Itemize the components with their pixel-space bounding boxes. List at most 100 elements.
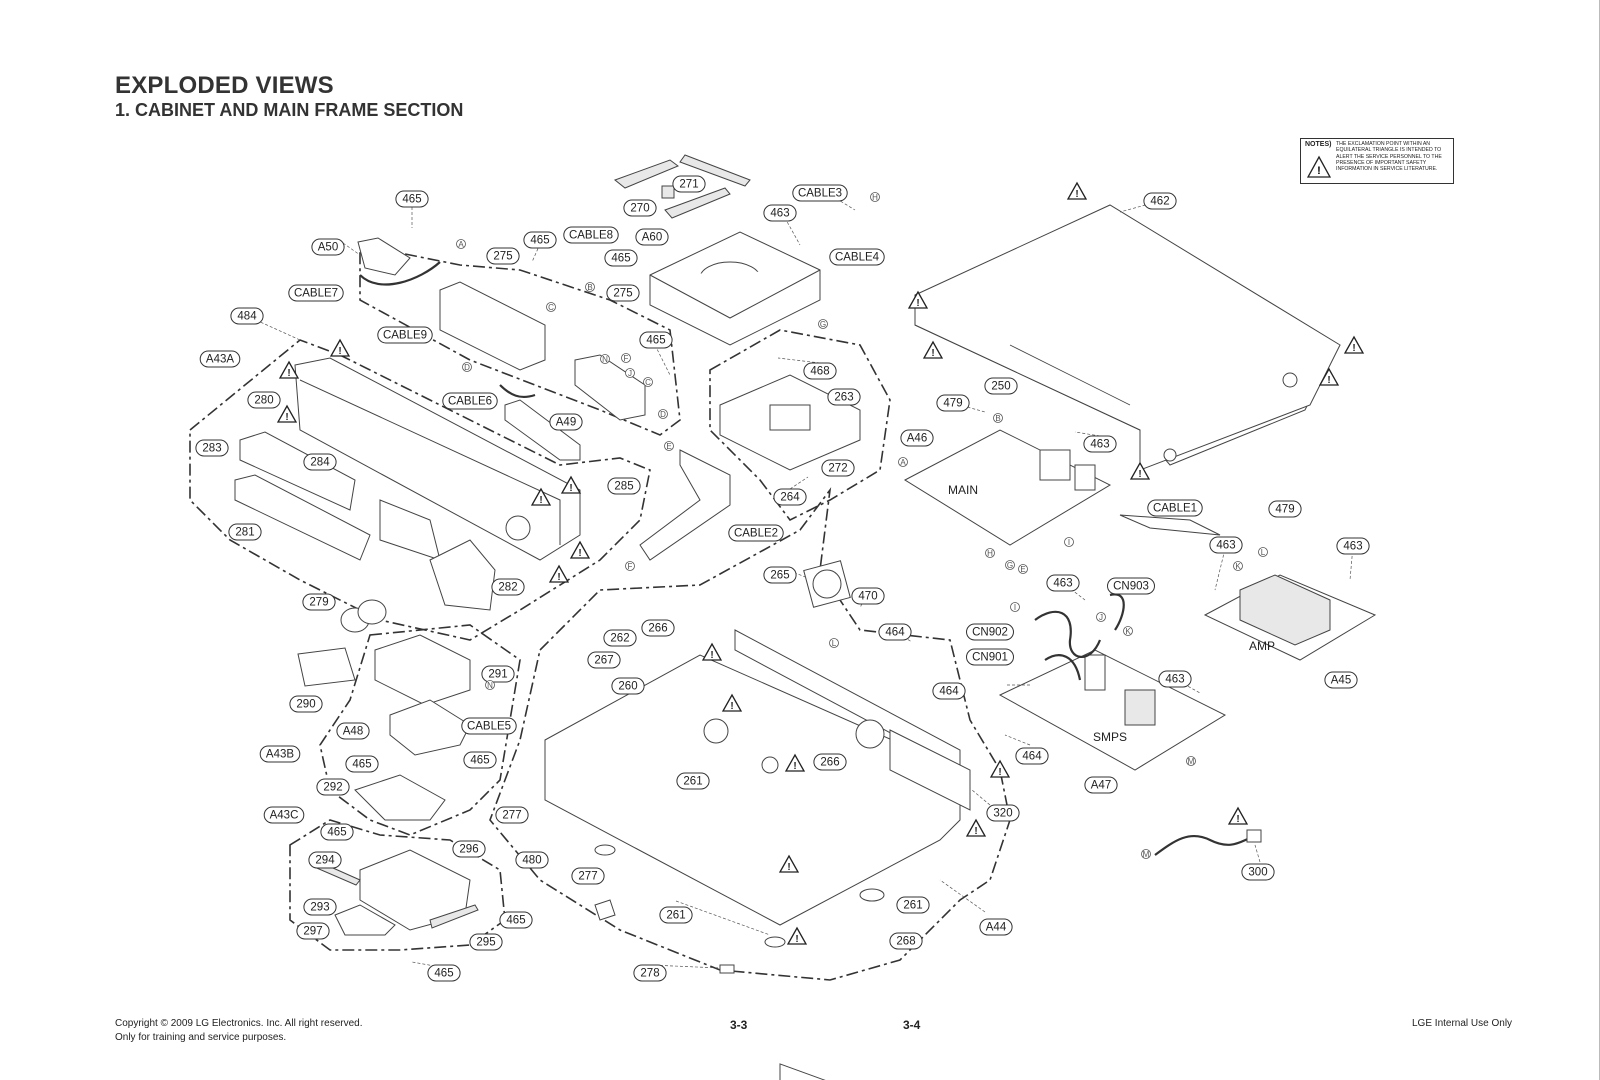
svg-text:L: L (832, 639, 837, 648)
warning-triangle-icon: ! (1129, 461, 1151, 480)
callout-label: CABLE4 (835, 252, 880, 264)
warning-triangle-icon: ! (907, 290, 929, 309)
callout-label: 261 (683, 776, 702, 788)
callout-261: 261 (676, 772, 710, 790)
callout-a47: A47 (1084, 776, 1118, 794)
callout-label: CABLE2 (734, 528, 778, 540)
outline-bracket-group (709, 329, 891, 522)
warning-mark: ! (787, 862, 790, 873)
page-number-left: 3-3 (730, 1018, 748, 1032)
connector-mark-k: K (1123, 626, 1133, 636)
callout-label: 272 (828, 463, 847, 475)
warning-mark: ! (285, 412, 288, 423)
callout-261: 261 (659, 906, 693, 924)
callout-label: 282 (498, 582, 517, 594)
callout-label: 464 (939, 686, 959, 698)
warning-mark: ! (539, 495, 542, 506)
internal-use-text: LGE Internal Use Only (1412, 1018, 1513, 1029)
warning-mark: ! (730, 701, 733, 712)
warning-triangle-icon: ! (276, 404, 298, 423)
callout-294: 294 (308, 851, 342, 869)
callout-a43b: A43B (259, 745, 301, 763)
svg-text:K: K (1235, 562, 1241, 571)
page-number-right: 3-4 (903, 1018, 921, 1032)
svg-text:A: A (900, 458, 906, 467)
callout-463: 463 (1046, 574, 1080, 592)
connector-mark-g: G (1005, 560, 1015, 570)
callout-cn902: CN902 (966, 623, 1014, 641)
callout-label: 295 (476, 937, 495, 949)
callout-label: 278 (640, 968, 659, 980)
foam-pad-3 (664, 187, 731, 219)
callout-label: 293 (310, 902, 329, 914)
callout-a44: A44 (979, 918, 1013, 936)
connector-mark-f: F (625, 561, 635, 571)
connector-mark-n: N (600, 354, 610, 364)
svg-text:B: B (995, 414, 1000, 423)
callout-470: 470 (851, 587, 885, 605)
callout-263: 263 (827, 388, 861, 406)
callout-275: 275 (486, 247, 520, 265)
svg-text:M: M (1143, 850, 1150, 859)
callout-label: CN902 (972, 627, 1008, 639)
connector-mark-j: J (625, 368, 635, 378)
callout-label: CN901 (972, 652, 1008, 664)
key-pcb (574, 354, 646, 421)
callout-label: 294 (315, 855, 335, 867)
outline-cable-board-group (359, 244, 681, 436)
callout-320: 320 (986, 804, 1020, 822)
callout-label: 300 (1248, 867, 1267, 879)
svg-text:I: I (1068, 538, 1070, 547)
warning-mark: ! (793, 761, 796, 772)
callout-label: A60 (642, 232, 662, 244)
warning-mark: ! (1352, 343, 1355, 354)
callout-480: 480 (515, 851, 549, 869)
callout-label: CABLE1 (1153, 503, 1197, 515)
callout-465: 465 (320, 823, 354, 841)
callout-label: 283 (202, 443, 221, 455)
connector-mark-e: E (664, 441, 674, 451)
callout-label: 261 (903, 900, 922, 912)
callout-271: 271 (672, 175, 706, 193)
outline-loader-group (319, 624, 521, 836)
warning-mark: ! (998, 767, 1001, 778)
svg-text:J: J (628, 369, 632, 378)
callout-label: 484 (237, 311, 257, 323)
callout-a60: A60 (635, 228, 669, 246)
section-subtitle: 1. CABINET AND MAIN FRAME SECTION (115, 100, 464, 120)
svg-text:G: G (1007, 561, 1013, 570)
callout-292: 292 (316, 778, 350, 796)
connector-mark-l: L (829, 638, 839, 648)
warning-mark: ! (1236, 814, 1239, 825)
warning-triangle-icon: ! (1066, 181, 1088, 200)
callout-290: 290 (289, 695, 323, 713)
callout-label: A47 (1091, 780, 1111, 792)
connector-mark-f: F (621, 353, 631, 363)
callout-285: 285 (607, 477, 641, 495)
side-rail-320 (889, 729, 971, 811)
callout-479: 479 (936, 394, 970, 412)
callout-label: 261 (666, 910, 685, 922)
callout-label: 268 (896, 936, 915, 948)
callout-465: 465 (523, 231, 557, 249)
callout-label: 260 (618, 681, 637, 693)
connector-mark-d: D (462, 362, 472, 372)
door-283 (239, 431, 356, 511)
callout-label: 463 (770, 208, 789, 220)
svg-text:H: H (987, 549, 993, 558)
callout-label: 463 (1216, 540, 1235, 552)
callout-465: 465 (499, 911, 533, 929)
callout-465: 465 (639, 331, 673, 349)
callout-cable4: CABLE4 (829, 248, 885, 266)
callout-267: 267 (587, 651, 621, 669)
amp-board-label: AMP (1249, 639, 1275, 653)
top-cover-side (914, 295, 1341, 471)
connector-mark-a: A (898, 457, 908, 467)
callout-label: 463 (1343, 541, 1362, 553)
callout-283: 283 (195, 439, 229, 457)
callout-264: 264 (773, 488, 807, 506)
connector-mark-k: K (1233, 561, 1243, 571)
callout-label: A43B (266, 749, 294, 761)
